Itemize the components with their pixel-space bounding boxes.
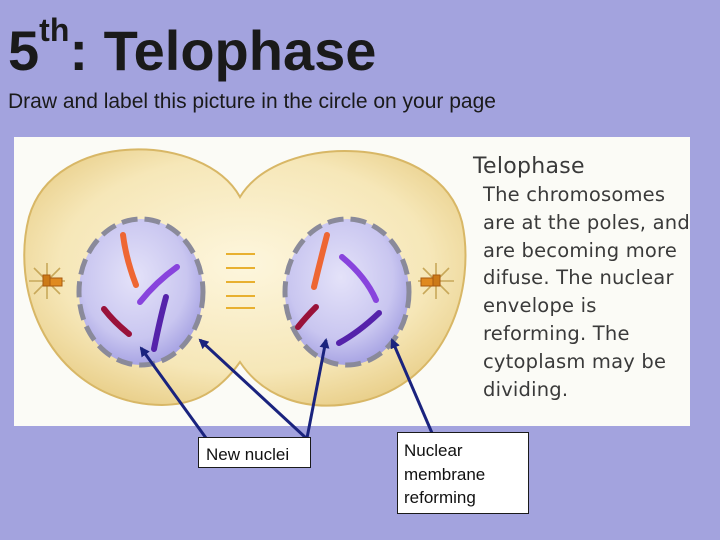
right-nucleus <box>282 216 412 368</box>
title-number: 5 <box>8 19 40 82</box>
chromosome-purple <box>137 264 180 305</box>
chromosome-orange <box>311 232 330 290</box>
figure-caption: The chromosomes are at the poles, and ar… <box>483 183 690 401</box>
cleavage-lines <box>226 253 255 309</box>
chromosome-maroon <box>101 306 132 337</box>
chromosome-indigo <box>336 310 382 346</box>
slide-title: 5th: Telophase <box>8 12 377 86</box>
left-chromosomes <box>101 232 180 352</box>
chromosome-indigo <box>151 294 169 352</box>
label-new-nuclei: New nuclei <box>198 437 311 468</box>
left-centrosome <box>29 263 65 299</box>
chromosome-orange <box>120 232 139 288</box>
right-chromosomes <box>295 232 382 346</box>
title-superscript: th <box>39 12 70 48</box>
figure-heading: Telophase <box>473 154 585 179</box>
left-nucleus <box>76 216 206 368</box>
telophase-figure: Telophase The chromosomes are at the pol… <box>14 137 690 426</box>
right-nuclear-membrane <box>282 216 412 368</box>
left-nuclear-membrane <box>76 216 206 368</box>
title-text: : Telophase <box>69 19 377 82</box>
chromosome-maroon <box>295 304 319 330</box>
right-centrosome <box>418 263 454 299</box>
label-nuclear-membrane-reforming: Nuclear membrane reforming <box>397 432 529 514</box>
slide-subtitle: Draw and label this picture in the circl… <box>8 90 496 113</box>
chromosome-purple <box>339 254 379 303</box>
